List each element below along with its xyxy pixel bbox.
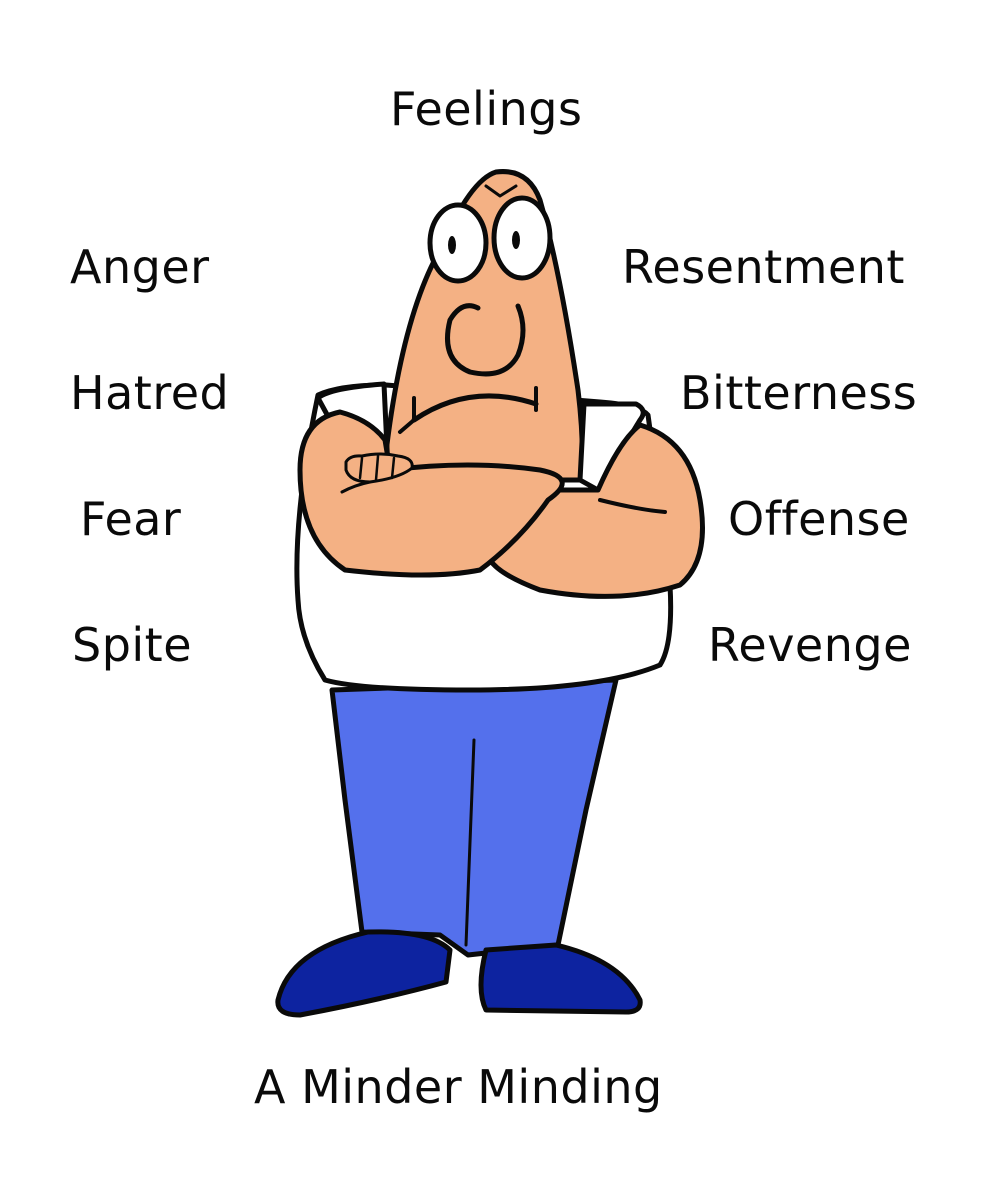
label-fear: Fear — [80, 492, 182, 546]
shoes — [275, 929, 643, 1018]
head — [381, 169, 585, 483]
label-offense: Offense — [728, 492, 910, 546]
diagram-title: Feelings — [390, 82, 583, 136]
diagram-caption: A Minder Minding — [254, 1060, 663, 1114]
label-resentment: Resentment — [622, 240, 905, 294]
label-revenge: Revenge — [708, 618, 912, 672]
pants — [329, 677, 619, 958]
label-hatred: Hatred — [70, 366, 230, 420]
crossed-arms — [297, 381, 705, 599]
label-spite: Spite — [72, 618, 193, 672]
label-anger: Anger — [70, 240, 210, 294]
label-bitterness: Bitterness — [680, 366, 918, 420]
